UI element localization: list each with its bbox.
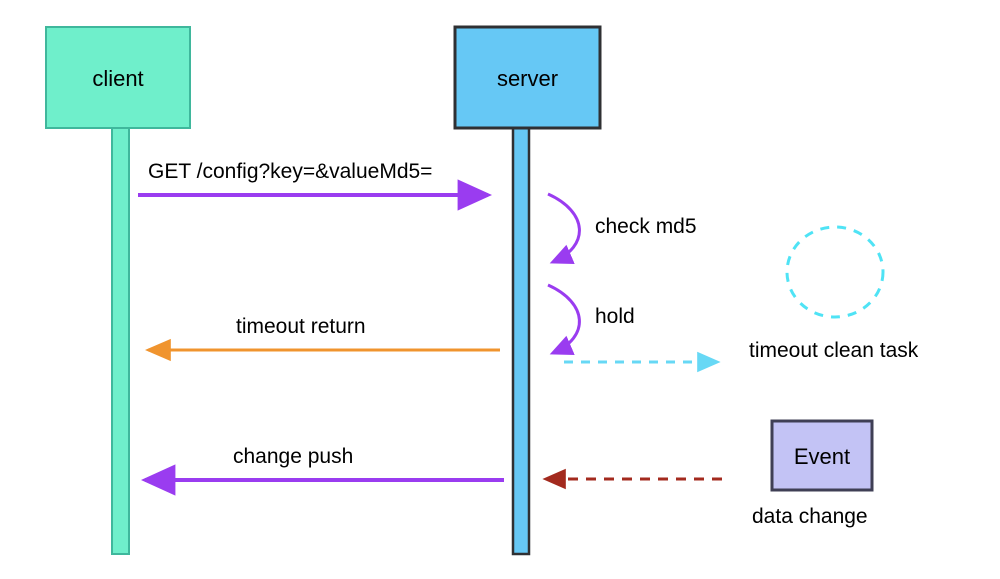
participant-box-server[interactable] [453, 25, 602, 130]
lifeline-client [111, 125, 130, 555]
event-node-label: Event [793, 444, 851, 469]
participant-label-server: server [496, 66, 559, 91]
event-node-box[interactable] [770, 419, 874, 492]
data-change-caption: data change [752, 505, 868, 528]
message-label-timeout-return: timeout return [236, 315, 366, 338]
message-label-check-md5: check md5 [595, 215, 697, 238]
participant-box-client[interactable] [45, 26, 191, 129]
message-label-hold: hold [595, 305, 635, 328]
message-label-change-push: change push [233, 445, 354, 468]
arrow-check-md5 [547, 192, 581, 264]
timeout-clean-task-caption: timeout clean task [749, 339, 919, 362]
timeout-clean-task-circle [785, 225, 885, 319]
participant-label-client: client [92, 66, 144, 91]
lifeline-server [511, 124, 531, 556]
arrow-hold [547, 283, 581, 355]
message-label-get-config: GET /config?key=&valueMd5= [148, 160, 433, 183]
